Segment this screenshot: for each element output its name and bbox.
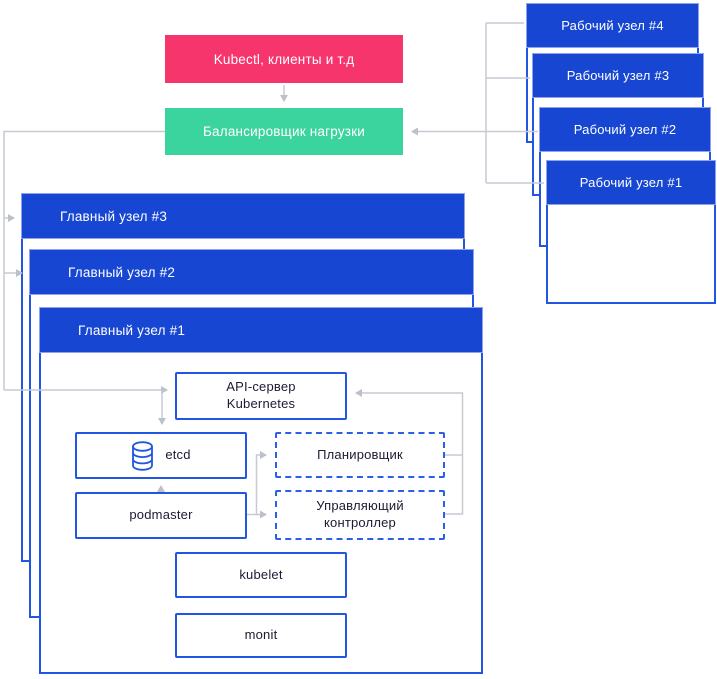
kubelet-label: kubelet: [239, 566, 283, 582]
controller-manager-label-line2: контроллер: [323, 515, 396, 530]
worker-node-3-label: Рабочий узел #3: [566, 68, 670, 83]
clients-box: Kubectl, клиенты и т.д: [165, 35, 403, 83]
database-icon: [132, 440, 154, 471]
podmaster-label: podmaster: [129, 507, 193, 523]
etcd-box: etcd: [75, 432, 247, 479]
clients-label: Kubectl, клиенты и т.д: [213, 51, 355, 67]
api-server-label-line2: Kubernetes: [226, 396, 296, 411]
podmaster-box: podmaster: [75, 492, 247, 539]
master-node-1-label: Главный узел #1: [78, 322, 186, 338]
worker-node-1: Рабочий узел #1: [546, 160, 716, 304]
monit-box: monit: [175, 613, 347, 658]
worker-node-2-header: Рабочий узел #2: [539, 107, 711, 152]
worker-node-1-label: Рабочий узел #1: [579, 175, 683, 190]
master-node-3-label: Главный узел #3: [60, 208, 168, 224]
scheduler-label: Планировщик: [317, 446, 403, 462]
worker-node-4-header: Рабочий узел #4: [526, 3, 699, 48]
master-node-3-header: Главный узел #3: [21, 193, 465, 239]
worker-node-4-label: Рабочий узел #4: [561, 18, 664, 33]
kubelet-box: kubelet: [175, 552, 347, 598]
load-balancer-box: Балансировщик нагрузки: [165, 108, 403, 155]
worker-node-3-header: Рабочий узел #3: [532, 53, 704, 98]
master-node-2-label: Главный узел #2: [68, 264, 176, 280]
etcd-label: etcd: [165, 447, 191, 463]
controller-manager-label-line1: Управляющий: [316, 498, 404, 514]
api-server-box: API-сервер Kubernetes: [175, 372, 347, 420]
master-node-2-header: Главный узел #2: [29, 249, 474, 295]
monit-label: monit: [244, 627, 278, 643]
controller-manager-box: Управляющий контроллер: [275, 490, 445, 540]
worker-node-2-label: Рабочий узел #2: [573, 122, 677, 137]
api-server-label-line1: API-сервер: [226, 379, 296, 395]
master-node-1-header: Главный узел #1: [39, 307, 483, 353]
scheduler-box: Планировщик: [275, 432, 445, 478]
worker-node-1-header: Рабочий узел #1: [546, 160, 716, 205]
load-balancer-label: Балансировщик нагрузки: [202, 124, 366, 139]
